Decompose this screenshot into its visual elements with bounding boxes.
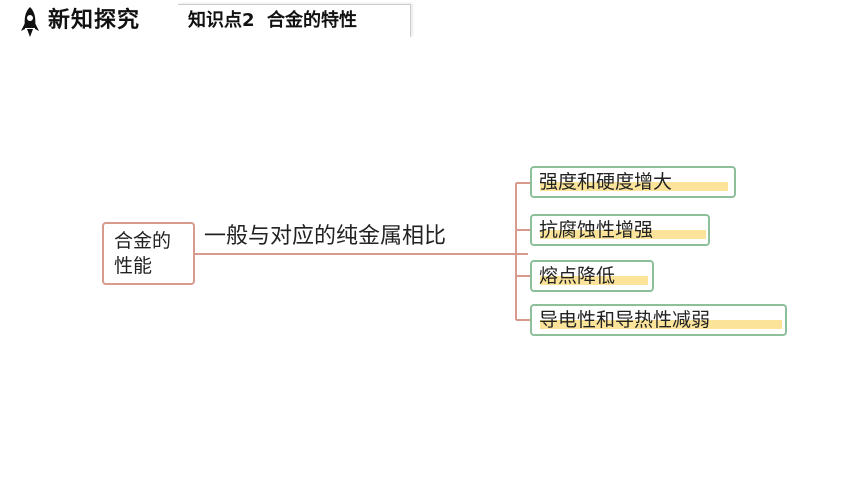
highlight-mark [540, 230, 706, 239]
highlight-mark [540, 320, 782, 329]
section-title: 新知探究 [48, 8, 141, 33]
root-label-line2: 性能 [114, 255, 153, 277]
header-bar: 新知探究 知识点2 合金的特性 [0, 0, 860, 44]
root-label-line1: 合金的 [114, 230, 172, 252]
relation-label: 一般与对应的纯金属相比 [204, 224, 447, 249]
highlight-mark [540, 182, 728, 191]
root-node: 合金的 性能 [102, 222, 195, 285]
subtitle-text: 知识点2 合金的特性 [188, 10, 358, 31]
branch-label: 熔点降低 [539, 265, 616, 287]
rocket-icon [21, 7, 39, 37]
branch-label: 抗腐蚀性增强 [539, 219, 654, 241]
branch-node-conductivity: 导电性和导热性减弱 [530, 304, 787, 336]
branch-label: 强度和硬度增大 [539, 171, 673, 193]
branch-label: 导电性和导热性减弱 [539, 309, 711, 331]
branch-node-corrosion: 抗腐蚀性增强 [530, 214, 710, 246]
highlight-mark [540, 276, 648, 285]
branch-node-melting: 熔点降低 [530, 260, 654, 292]
subtitle-tab: 知识点2 合金的特性 [178, 4, 411, 37]
branch-node-strength: 强度和硬度增大 [530, 166, 736, 198]
